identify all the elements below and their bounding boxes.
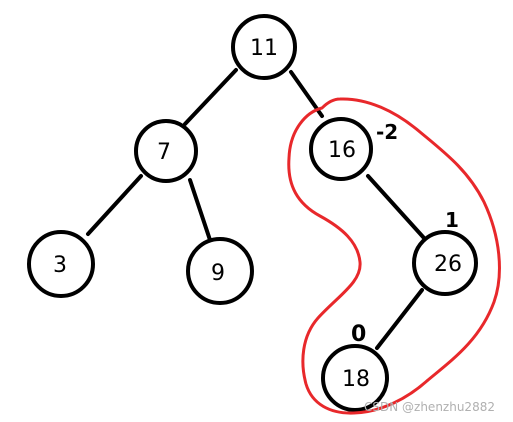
- balance-factor-18: 0: [351, 322, 366, 347]
- edge-7-9: [188, 178, 212, 242]
- tree-node-11: 11: [231, 14, 297, 80]
- tree-node-16: 16: [309, 117, 373, 181]
- edge-11-7: [183, 68, 238, 126]
- tree-node-7: 7: [134, 119, 198, 183]
- subtree-highlight-outline: [287, 97, 501, 415]
- tree-node-26: 26: [412, 230, 478, 296]
- edges: [86, 68, 426, 350]
- tree-node-3: 3: [27, 230, 95, 298]
- tree-node-18: 18: [321, 344, 389, 412]
- node-label: 26: [434, 252, 462, 277]
- node-label: 11: [250, 36, 278, 61]
- node-label: 9: [211, 261, 225, 286]
- node-label: 18: [342, 367, 370, 392]
- balance-factor-26: 1: [445, 208, 459, 232]
- watermark: CSDN @zhenzhu2882: [364, 400, 495, 414]
- node-label: 16: [328, 138, 356, 163]
- balance-factor-16: -2: [376, 120, 398, 144]
- tree-node-9: 9: [186, 237, 254, 305]
- edge-26-18: [375, 288, 424, 350]
- edge-16-26: [366, 174, 426, 240]
- node-label: 3: [53, 253, 67, 278]
- edge-7-3: [86, 174, 143, 236]
- node-label: 7: [157, 140, 171, 165]
